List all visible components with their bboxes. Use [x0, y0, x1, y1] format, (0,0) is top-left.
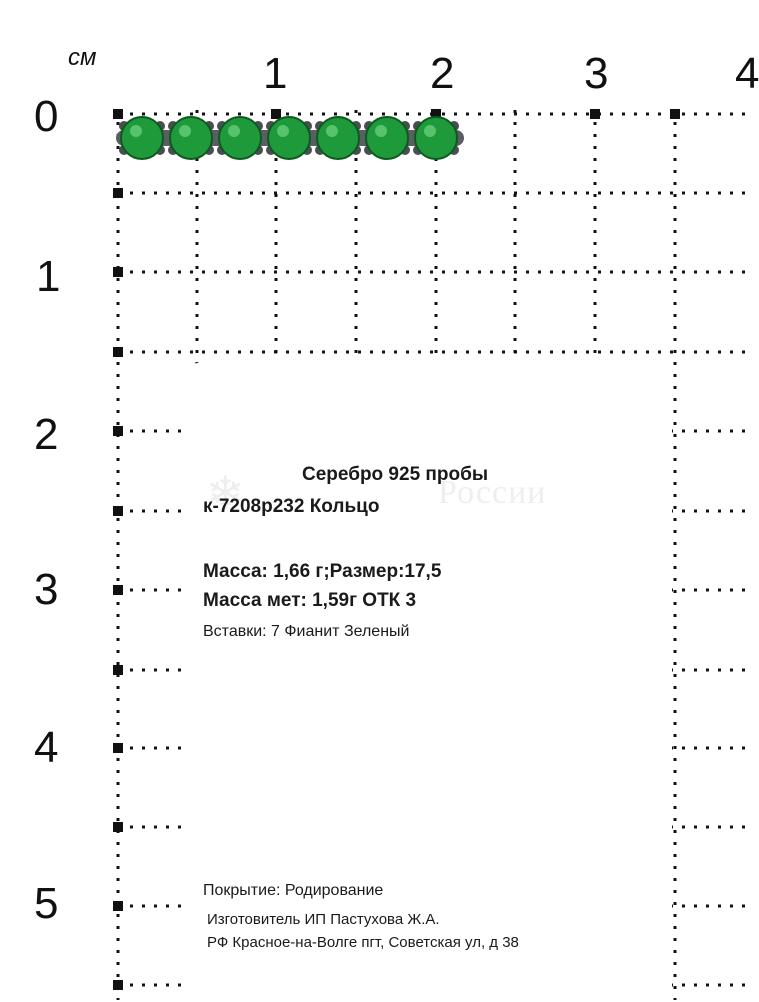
ring-stone-highlight: [228, 125, 240, 137]
grid-marker: [113, 109, 123, 119]
y-tick-3: 3: [34, 565, 59, 614]
x-tick-3: 3: [584, 49, 609, 98]
ring-stone-highlight: [277, 125, 289, 137]
grid-marker: [113, 822, 123, 832]
tag-line-metal: Серебро 925 пробы: [302, 464, 489, 485]
ring-stone: [267, 116, 311, 160]
grid-marker: [113, 743, 123, 753]
grid-marker: [113, 267, 123, 277]
x-tick-2: 2: [430, 49, 455, 98]
watermark-snowflake-icon: ❄: [206, 467, 245, 519]
ring-stone-highlight: [326, 125, 338, 137]
ring-stone: [169, 116, 213, 160]
ring-stone-highlight: [375, 125, 387, 137]
x-tick-1: 1: [263, 49, 288, 98]
ring-stone: [316, 116, 360, 160]
y-tick-1: 1: [36, 252, 61, 301]
y-tick-2: 2: [34, 410, 59, 459]
watermark-text: России: [438, 474, 547, 511]
unit-label: см: [68, 44, 97, 71]
tag-line-article: к-7208р232 Кольцо: [203, 496, 380, 517]
grid-marker: [431, 109, 441, 119]
grid-marker: [113, 980, 123, 990]
grid-marker: [113, 665, 123, 675]
tag-line-mass-size: Масса: 1,66 г;Размер:17,5: [203, 561, 442, 582]
ring-stone: [414, 116, 458, 160]
grid-marker: [590, 109, 600, 119]
y-tick-5: 5: [34, 879, 59, 928]
tag-line-coating: Покрытие: Родирование: [203, 882, 384, 899]
ring-stone: [365, 116, 409, 160]
grid-marker: [271, 109, 281, 119]
grid-marker: [670, 109, 680, 119]
grid-marker: [113, 506, 123, 516]
tag-line-address: РФ Красное-на-Волге пгт, Советская ул, д…: [207, 934, 519, 951]
grid-marker: [113, 426, 123, 436]
grid-marker: [113, 347, 123, 357]
ring-image: [116, 116, 464, 160]
tag-line-inserts: Вставки: 7 Фианит Зеленый: [203, 623, 410, 640]
tag-line-metal-mass: Масса мет: 1,59г ОТК 3: [203, 590, 417, 611]
y-tick-0: 0: [34, 92, 59, 141]
ring-stone-highlight: [130, 125, 142, 137]
ring-stone-highlight: [424, 125, 436, 137]
grid-marker: [113, 901, 123, 911]
tag-line-maker: Изготовитель ИП Пастухова Ж.А.: [207, 911, 440, 928]
grid-marker: [113, 188, 123, 198]
ring-stone: [120, 116, 164, 160]
ring-stone-highlight: [179, 125, 191, 137]
ring-stone: [218, 116, 262, 160]
y-tick-4: 4: [34, 723, 59, 772]
product-tag: [188, 362, 672, 1002]
grid-marker: [113, 585, 123, 595]
x-tick-4: 4: [735, 49, 759, 98]
